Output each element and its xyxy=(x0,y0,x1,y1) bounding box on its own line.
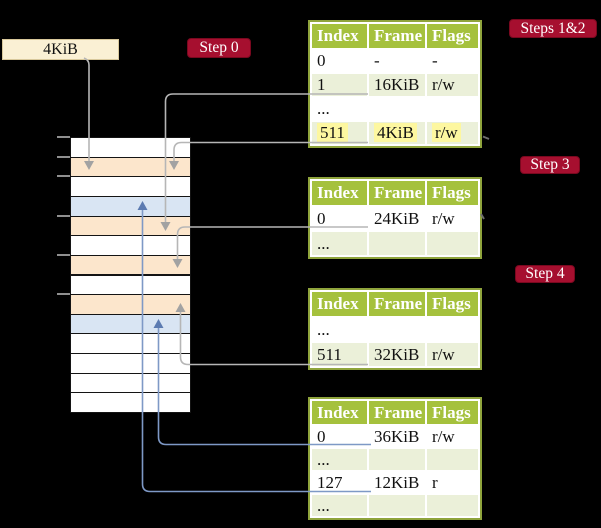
badge-step0: Step 0 xyxy=(187,38,251,58)
column-header-frame: Frame xyxy=(369,292,425,316)
table-row: ... xyxy=(312,449,478,470)
column-header-flags: Flags xyxy=(427,24,478,48)
memory-row-4 xyxy=(70,215,191,237)
table-cell: 16KiB xyxy=(369,74,425,96)
memory-row-3 xyxy=(70,195,191,217)
column-header-flags: Flags xyxy=(427,292,478,316)
table-cell: - xyxy=(369,50,425,72)
memory-row-12 xyxy=(70,372,191,394)
table-cell: ... xyxy=(312,98,367,120)
table-cell: 12KiB xyxy=(369,472,425,493)
table-cell: 127 xyxy=(312,472,367,493)
table-cell: r/w xyxy=(427,122,478,144)
memory-row-1 xyxy=(70,156,191,178)
highlighted-value: 511 xyxy=(317,123,348,142)
table-cell xyxy=(427,98,478,120)
highlighted-value: r/w xyxy=(432,123,461,142)
column-header-flags: Flags xyxy=(427,401,478,424)
column-header-frame: Frame xyxy=(369,181,425,205)
table-cell: 0 xyxy=(312,207,367,230)
badge-step4: Step 4 xyxy=(515,265,575,283)
table-cell: 36KiB xyxy=(369,426,425,447)
memory-row-0 xyxy=(70,137,191,158)
table-row: 0-- xyxy=(312,50,478,72)
table-cell: r/w xyxy=(427,426,478,447)
address-tick xyxy=(57,155,70,158)
column-header-frame: Frame xyxy=(369,401,425,424)
memory-row-7 xyxy=(70,274,191,296)
table-cell: ... xyxy=(312,449,367,470)
memory-row-11 xyxy=(70,353,191,374)
table-cell: r/w xyxy=(427,207,478,230)
column-header-index: Index xyxy=(312,181,367,205)
table-cell: r/w xyxy=(427,74,478,96)
connector-stub-0 xyxy=(482,135,490,140)
table-cell xyxy=(369,232,425,255)
memory-row-8 xyxy=(70,294,191,315)
table-cell xyxy=(369,98,425,120)
table-cell: - xyxy=(427,50,478,72)
table-cell xyxy=(369,449,425,470)
table-row: ... xyxy=(312,318,478,341)
memory-row-6 xyxy=(70,254,191,276)
table-cell xyxy=(427,495,478,516)
table-cell: r/w xyxy=(427,343,478,366)
table-cell: ... xyxy=(312,232,367,255)
table-cell xyxy=(427,449,478,470)
badge-step3: Step 3 xyxy=(520,156,580,174)
table-cell: r xyxy=(427,472,478,493)
table-row: ... xyxy=(312,98,478,120)
table-cell xyxy=(369,318,425,341)
memory-row-5 xyxy=(70,235,191,256)
table-cell: 32KiB xyxy=(369,343,425,366)
memory-row-9 xyxy=(70,313,191,335)
table-cell: 511 xyxy=(312,122,367,144)
physical-memory-stack xyxy=(70,137,191,413)
table-cell: ... xyxy=(312,495,367,516)
root-table-address-box: 4KiB xyxy=(2,39,119,60)
address-tick xyxy=(57,175,70,178)
column-header-index: Index xyxy=(312,292,367,316)
memory-row-10 xyxy=(70,333,191,355)
table-cell: 4KiB xyxy=(369,122,425,144)
address-tick xyxy=(57,253,70,256)
highlighted-value: 4KiB xyxy=(374,123,417,142)
table-cell: ... xyxy=(312,318,367,341)
column-header-flags: Flags xyxy=(427,181,478,205)
memory-row-13 xyxy=(70,392,191,413)
column-header-frame: Frame xyxy=(369,24,425,48)
table-row: ... xyxy=(312,495,478,516)
table-cell xyxy=(427,318,478,341)
table-cell xyxy=(427,232,478,255)
table-cell: 24KiB xyxy=(369,207,425,230)
table-cell: 511 xyxy=(312,343,367,366)
address-tick xyxy=(57,136,70,138)
badge-steps12: Steps 1&2 xyxy=(509,19,597,38)
table-cell: 1 xyxy=(312,74,367,96)
address-tick xyxy=(57,214,70,217)
table-cell xyxy=(369,495,425,516)
column-header-index: Index xyxy=(312,24,367,48)
table-row: ... xyxy=(312,232,478,255)
memory-row-2 xyxy=(70,176,191,197)
column-header-index: Index xyxy=(312,401,367,424)
table-cell: 0 xyxy=(312,50,367,72)
table-cell: 0 xyxy=(312,426,367,447)
root-frame-label: 4KiB xyxy=(43,40,78,58)
address-tick xyxy=(57,293,70,296)
table-row: 511 4KiB r/w xyxy=(312,122,478,144)
